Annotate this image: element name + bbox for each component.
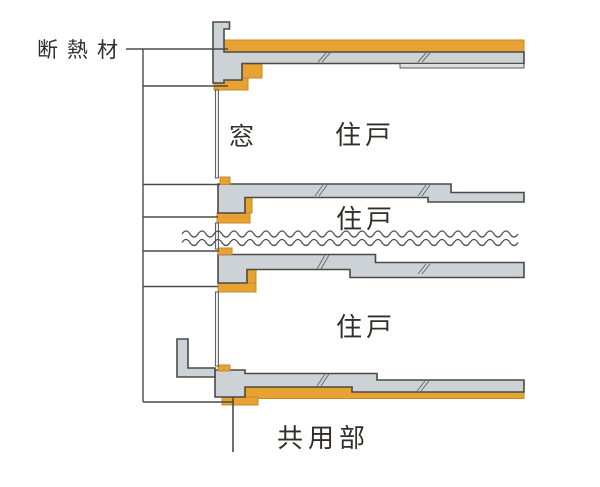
- floor-slab-2-concrete: [217, 183, 525, 214]
- unit-label-3: 住戸: [336, 312, 396, 342]
- window-pane-lower: [214, 291, 219, 367]
- window-label: 窓: [229, 123, 254, 151]
- floor-slab-2-assembly: [216, 176, 525, 224]
- window-pane-middle: [214, 222, 219, 250]
- slab3-hatch-marks: [316, 254, 431, 275]
- insulation-label: 断熱材: [37, 39, 127, 62]
- unit-label-1: 住戸: [335, 120, 395, 150]
- labels: 断熱材 窓 住戸 住戸 住戸 共用部: [37, 39, 396, 453]
- roof-ceiling-strip: [399, 63, 525, 69]
- slab3-edge-insulation-top: [217, 247, 233, 255]
- window-glazing: [214, 89, 219, 367]
- lowest-slab-assembly: [176, 338, 525, 406]
- slab2-beam-insulation-side: [244, 197, 253, 214]
- lowest-slab-concrete: [214, 369, 525, 398]
- slab4-edge-insulation-top: [217, 364, 231, 372]
- unit-label-2: 住戸: [336, 204, 396, 234]
- common-area-label: 共用部: [277, 423, 370, 453]
- slab2-hatch-marks: [314, 184, 431, 197]
- roof-slab-hatch-marks: [317, 52, 431, 63]
- roof-beam-insulation-side: [241, 63, 263, 79]
- slab2-beam-insulation-bottom: [216, 212, 251, 224]
- lower-left-wall: [176, 338, 216, 378]
- roof-assembly: [212, 21, 525, 91]
- break-lines: [181, 230, 519, 247]
- slab4-hatch-marks: [316, 373, 430, 392]
- window-pane-upper: [214, 89, 219, 179]
- floor-slab-3-assembly: [217, 247, 525, 293]
- leader-lines: [126, 48, 234, 452]
- slab4-beam-insulation-bottom: [221, 396, 259, 406]
- slab2-edge-insulation-top: [219, 176, 231, 185]
- roof-insulation-band: [223, 39, 525, 53]
- break-wave-upper: [181, 230, 519, 238]
- floor-slab-3-concrete: [217, 253, 525, 284]
- break-wave-lower: [181, 238, 519, 247]
- slab3-beam-insulation-bottom: [217, 282, 257, 293]
